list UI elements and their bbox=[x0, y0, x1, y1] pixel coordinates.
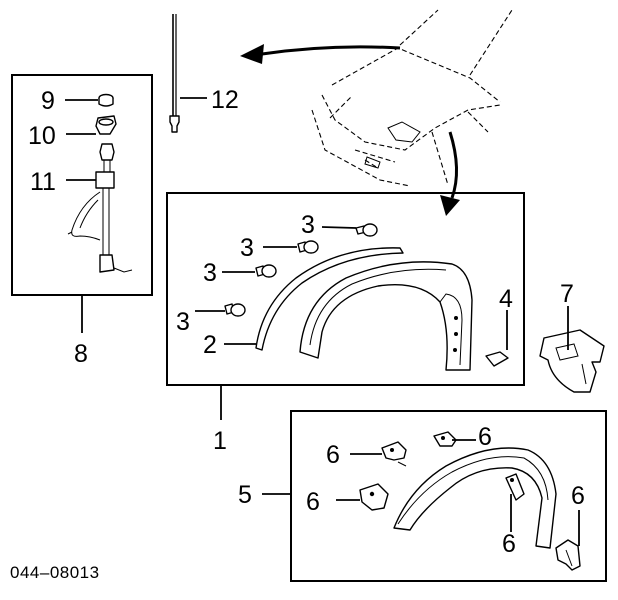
callout-7: 7 bbox=[560, 280, 574, 308]
callout-5: 5 bbox=[238, 481, 252, 509]
antenna-mast bbox=[67, 143, 133, 273]
callout-11: 11 bbox=[30, 168, 56, 196]
callout-6b: 6 bbox=[478, 423, 492, 451]
callout-6a: 6 bbox=[326, 441, 340, 469]
screw-middle bbox=[255, 264, 277, 278]
fender-assembly-box bbox=[166, 192, 525, 386]
callout-3a: 3 bbox=[301, 211, 315, 239]
callout-1: 1 bbox=[213, 427, 227, 455]
wheel-arch-moulding bbox=[393, 447, 557, 549]
moulding-clip-upper-left bbox=[381, 441, 407, 467]
screw-top bbox=[355, 223, 378, 237]
callout-9: 9 bbox=[41, 87, 55, 115]
drawing-code: 044–08013 bbox=[10, 563, 100, 582]
moulding-clip-center bbox=[505, 473, 525, 501]
moulding-clip-upper-right bbox=[433, 431, 457, 447]
callout-3c: 3 bbox=[203, 259, 217, 287]
callout-4: 4 bbox=[499, 285, 513, 313]
arrow-to-fender bbox=[440, 131, 460, 216]
callout-6d: 6 bbox=[502, 530, 516, 558]
leader-3a bbox=[321, 226, 357, 229]
callout-2: 2 bbox=[203, 331, 217, 359]
antenna-nut bbox=[95, 115, 117, 135]
callout-6c: 6 bbox=[306, 488, 320, 516]
mudguard-bracket bbox=[539, 329, 605, 393]
arrow-to-antenna bbox=[240, 44, 401, 64]
fender-moulding bbox=[255, 247, 404, 351]
callout-10: 10 bbox=[28, 122, 56, 150]
callout-12: 12 bbox=[211, 86, 239, 114]
moulding-assembly-box bbox=[290, 410, 607, 582]
screw-upper bbox=[297, 240, 319, 254]
moulding-clip-lower-right bbox=[555, 539, 581, 571]
callout-8: 8 bbox=[74, 340, 88, 368]
antenna-rod bbox=[169, 14, 180, 133]
callout-3d: 3 bbox=[176, 308, 190, 336]
antenna-cap bbox=[98, 93, 114, 107]
fender-liner bbox=[299, 261, 473, 371]
callout-6e: 6 bbox=[571, 482, 585, 510]
clip bbox=[485, 351, 509, 367]
screw-lower bbox=[224, 303, 246, 317]
vehicle-front-sketch bbox=[311, 9, 513, 187]
moulding-clip-middle-left bbox=[359, 483, 389, 511]
callout-3b: 3 bbox=[240, 234, 254, 262]
